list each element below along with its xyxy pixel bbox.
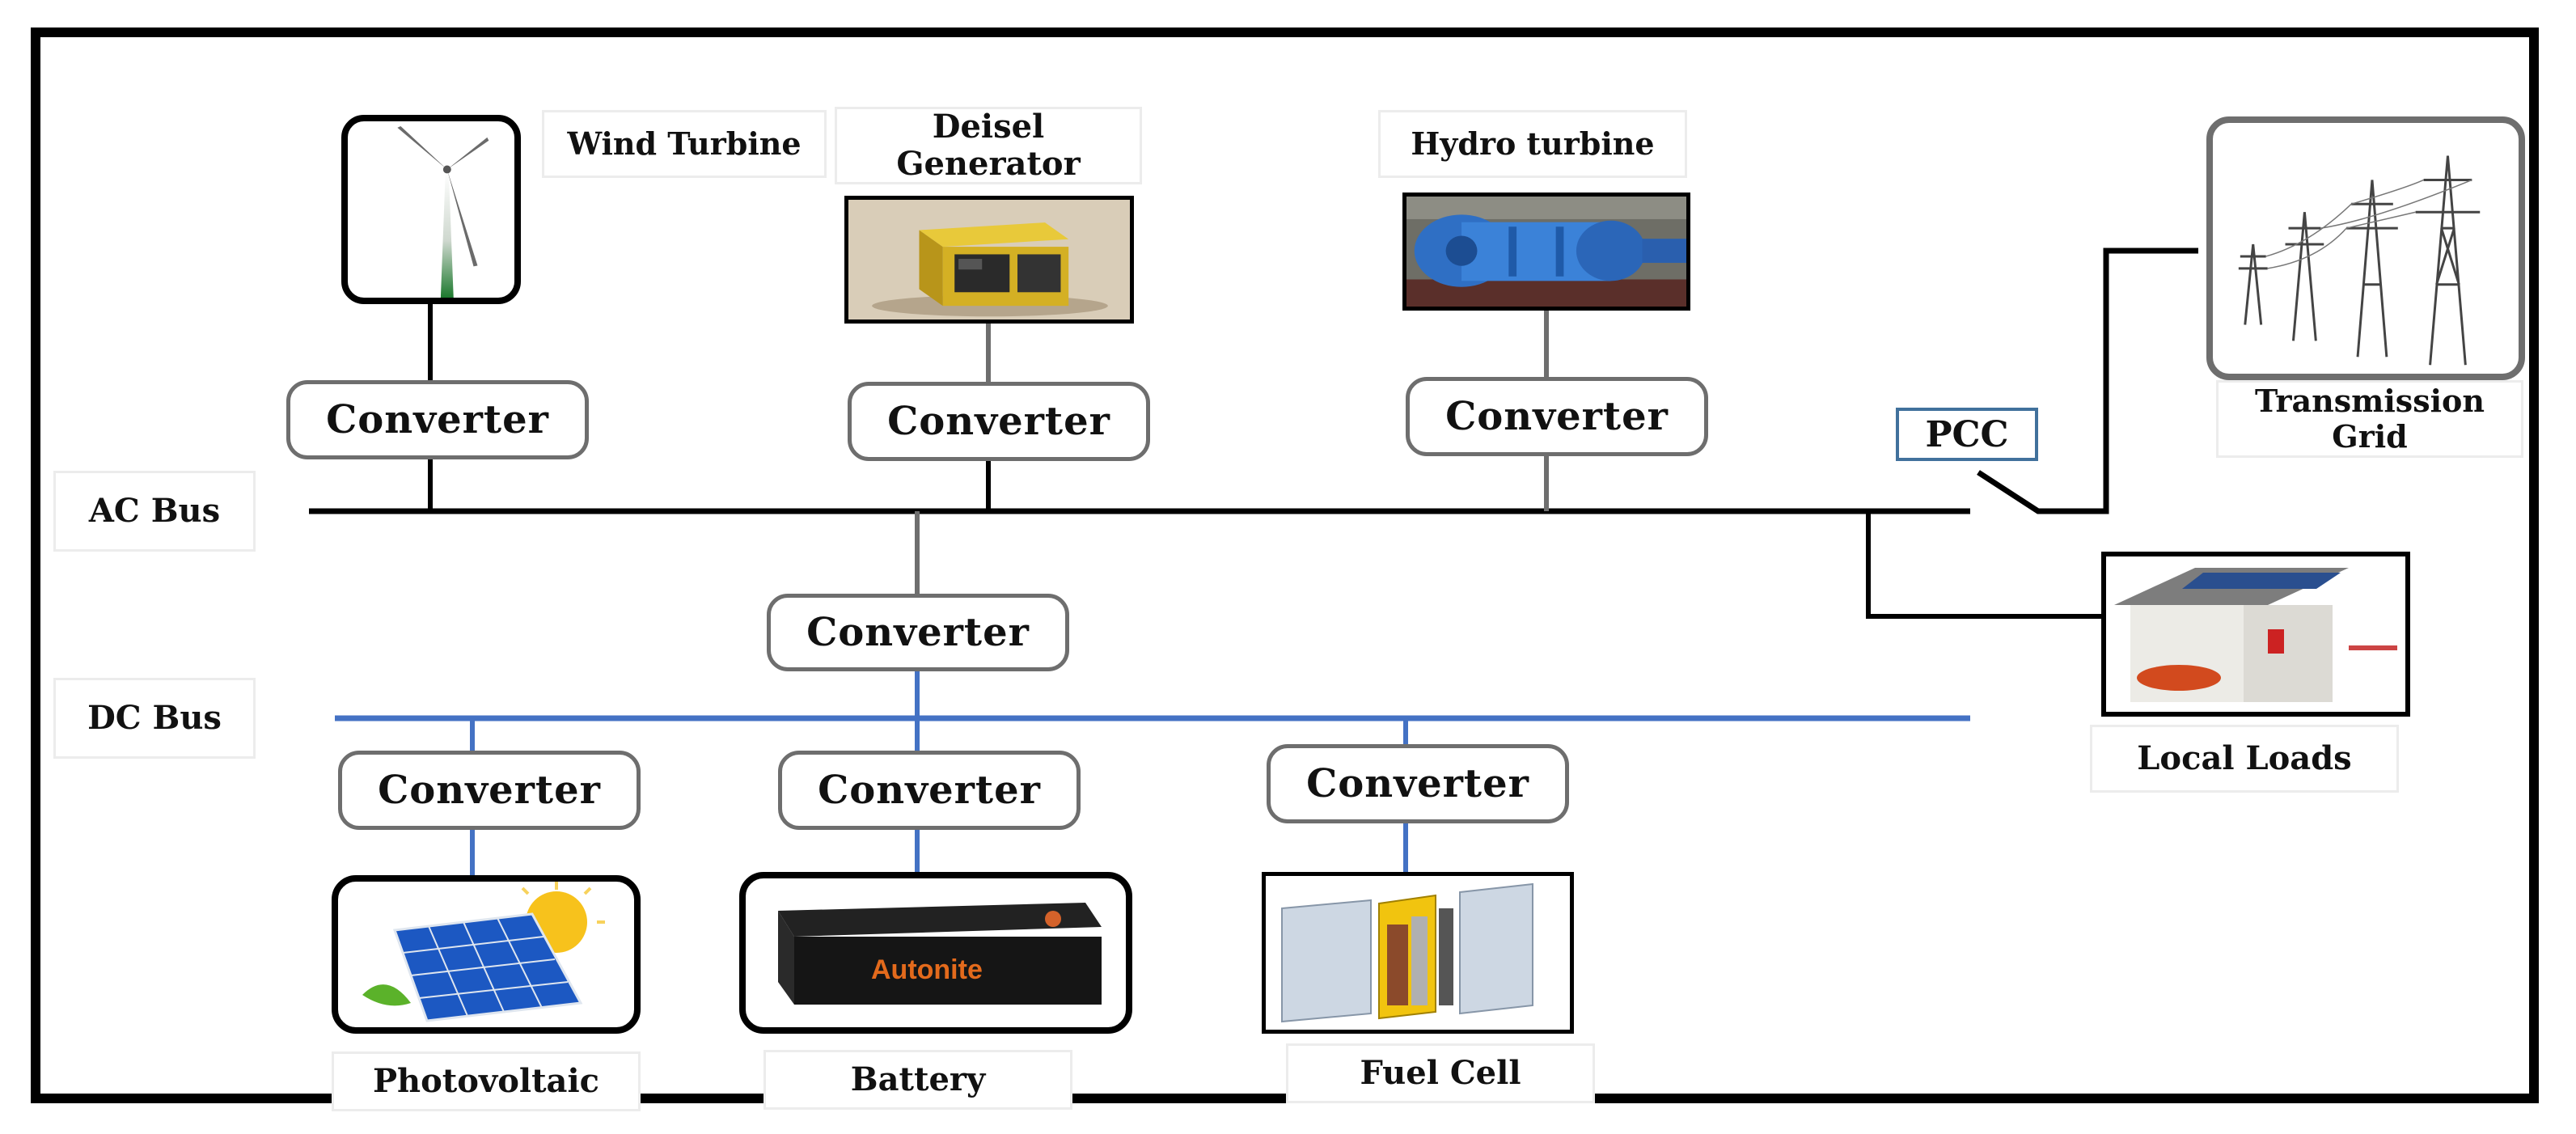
local-loads-feeder — [1866, 511, 2103, 619]
pcc-label: PCC — [1896, 408, 2038, 461]
pv-converter: Converter — [338, 751, 641, 830]
diesel-converter: Converter — [848, 382, 1150, 461]
battery-label: Battery — [763, 1050, 1072, 1110]
hydro-turbine-icon — [1406, 197, 1686, 307]
solar-panel-icon — [362, 882, 605, 1022]
wind-turbine-picture — [341, 115, 521, 304]
wind-converter: Converter — [286, 380, 589, 459]
wind-turbine-icon — [397, 125, 489, 298]
diesel-generator-label: Deisel Generator — [835, 107, 1142, 184]
transmission-tower-icon — [2238, 155, 2481, 366]
local-loads-picture — [2101, 552, 2410, 717]
battery-converter: Converter — [778, 751, 1081, 830]
dc-bus-label: DC Bus — [53, 678, 256, 759]
wind-turbine-label: Wind Turbine — [542, 110, 827, 178]
fuel-cell-label: Fuel Cell — [1286, 1043, 1595, 1103]
transmission-grid-label: Transmission Grid — [2216, 380, 2523, 458]
house-loads-icon — [2106, 556, 2405, 712]
battery-icon: Autonite — [778, 903, 1102, 1005]
fuel-cell-converter: Converter — [1267, 744, 1569, 823]
hydro-turbine-label: Hydro turbine — [1378, 110, 1687, 178]
ac-bus-label: AC Bus — [53, 471, 256, 552]
transmission-grid-picture — [2206, 116, 2525, 380]
pcc-switch — [1977, 248, 2198, 514]
fuel-cell-picture — [1262, 872, 1574, 1034]
fuel-cell-icon — [1266, 876, 1570, 1030]
hydro-turbine-picture — [1402, 193, 1690, 311]
battery-brand-text: Autonite — [871, 954, 983, 985]
ac-dc-converter: Converter — [767, 594, 1069, 671]
hydro-converter: Converter — [1406, 377, 1708, 456]
battery-picture: Autonite — [739, 872, 1132, 1034]
diagram-frame — [31, 28, 2539, 1103]
photovoltaic-picture — [332, 875, 641, 1034]
diesel-generator-icon — [848, 200, 1130, 319]
photovoltaic-label: Photovoltaic — [332, 1051, 641, 1111]
local-loads-label: Local Loads — [2090, 725, 2399, 793]
diesel-generator-picture — [844, 196, 1134, 324]
